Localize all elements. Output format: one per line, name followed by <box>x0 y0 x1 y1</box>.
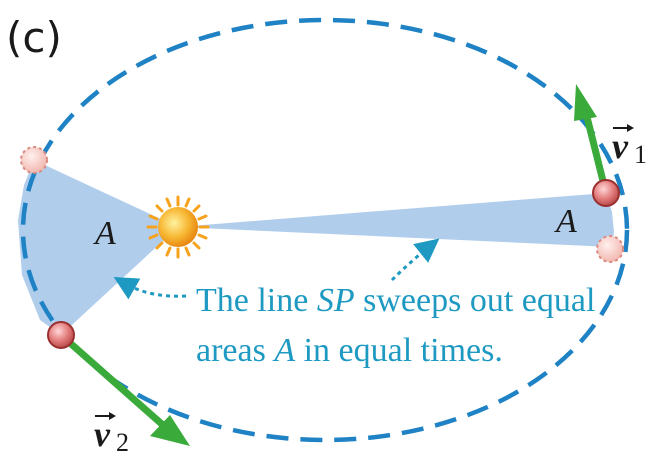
velocity-symbol-v2: v <box>94 414 111 454</box>
swept-area-right <box>178 193 614 247</box>
pointer-arrow-left <box>113 277 187 300</box>
panel-label: (c) <box>6 13 62 62</box>
caption-line-2: areas A in equal times. <box>196 332 503 369</box>
sun-icon <box>146 195 210 259</box>
velocity-label-v2: v 2 <box>94 412 129 457</box>
swept-area-left <box>18 160 178 335</box>
caption-line-1: The line SP sweeps out equal <box>196 282 595 319</box>
area-label-left: A <box>93 215 116 252</box>
planet-right <box>592 179 620 207</box>
velocity-arrow-v1 <box>574 84 610 197</box>
area-label-right: A <box>554 203 577 240</box>
orbit-path <box>20 17 630 443</box>
planet-left <box>47 321 75 349</box>
velocity-subscript-v1: 1 <box>634 140 647 169</box>
velocity-subscript-v2: 2 <box>116 428 129 457</box>
velocity-arrow-v2 <box>57 331 190 446</box>
vector-arrow-icon <box>613 124 634 132</box>
velocity-symbol-v1: v <box>612 126 629 166</box>
planet-ghost-left <box>20 146 48 174</box>
planet-ghost-right <box>596 235 624 263</box>
vector-arrow-icon <box>95 412 116 420</box>
pointer-arrow-right <box>390 238 440 282</box>
velocity-label-v1: v 1 <box>612 124 647 169</box>
